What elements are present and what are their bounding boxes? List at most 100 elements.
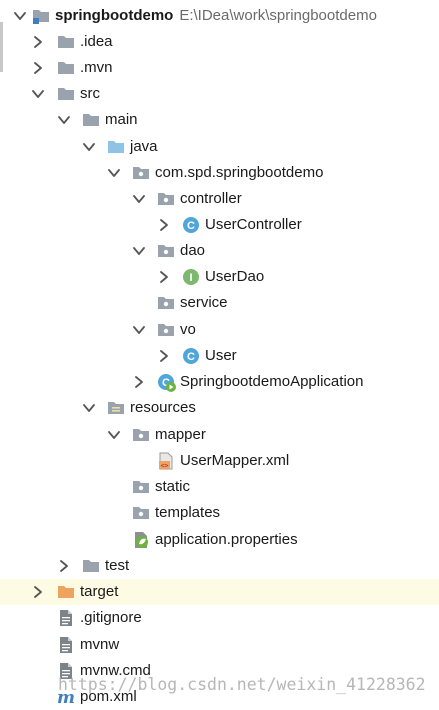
spring-properties-icon bbox=[132, 531, 150, 549]
package-icon bbox=[157, 294, 175, 312]
tree-item-label: resources bbox=[130, 399, 196, 416]
xml-file-icon: <> bbox=[157, 452, 175, 470]
text-file-icon bbox=[57, 662, 75, 680]
class-icon-letter: C bbox=[187, 351, 195, 363]
tree-item-label: target bbox=[80, 583, 119, 600]
tree-item-pom-xml[interactable]: m pom.xml bbox=[0, 684, 439, 710]
tree-item-gitignore[interactable]: .gitignore bbox=[0, 605, 439, 631]
chevron-down-icon[interactable] bbox=[131, 317, 147, 343]
tree-item-mvn[interactable]: .mvn bbox=[0, 55, 439, 81]
tree-item-user[interactable]: C User bbox=[0, 343, 439, 369]
chevron-right-icon[interactable] bbox=[156, 212, 172, 238]
chevron-down-icon[interactable] bbox=[81, 395, 97, 421]
project-path: E:\IDea\work\springbootdemo bbox=[179, 7, 377, 24]
tree-item-mvnw[interactable]: mvnw bbox=[0, 632, 439, 658]
tree-item-user-dao[interactable]: I UserDao bbox=[0, 264, 439, 290]
tree-item-src[interactable]: src bbox=[0, 81, 439, 107]
tree-item-label: .mvn bbox=[80, 59, 113, 76]
package-icon bbox=[157, 190, 175, 208]
maven-icon: m bbox=[57, 688, 75, 706]
chevron-down-icon[interactable] bbox=[81, 134, 97, 160]
chevron-right-icon[interactable] bbox=[156, 343, 172, 369]
tree-item-label: mapper bbox=[155, 426, 206, 443]
tree-item-dao[interactable]: dao bbox=[0, 238, 439, 264]
chevron-right-icon[interactable] bbox=[156, 264, 172, 290]
tree-item-test[interactable]: test bbox=[0, 553, 439, 579]
chevron-down-icon[interactable] bbox=[30, 81, 46, 107]
tree-item-main[interactable]: main bbox=[0, 107, 439, 133]
tree-item-label: UserMapper.xml bbox=[180, 452, 290, 469]
tree-item-label: pom.xml bbox=[80, 688, 137, 705]
tree-item-service[interactable]: service bbox=[0, 290, 439, 316]
chevron-right-icon[interactable] bbox=[56, 553, 72, 579]
tree-item-label: mvnw bbox=[80, 636, 120, 653]
tree-item-label: controller bbox=[180, 190, 242, 207]
tree-item-label: UserDao bbox=[205, 268, 265, 285]
tree-item-templates[interactable]: templates bbox=[0, 500, 439, 526]
folder-icon bbox=[57, 85, 75, 103]
svg-text:m: m bbox=[57, 688, 75, 706]
tree-item-label: SpringbootdemoApplication bbox=[180, 373, 364, 390]
tree-item-label: test bbox=[105, 557, 130, 574]
chevron-down-icon[interactable] bbox=[12, 3, 28, 29]
tree-item-label: java bbox=[130, 138, 158, 155]
tree-item-mapper[interactable]: mapper bbox=[0, 422, 439, 448]
chevron-down-icon[interactable] bbox=[131, 238, 147, 264]
interface-icon-letter: I bbox=[189, 272, 192, 284]
module-folder-icon bbox=[32, 7, 50, 25]
chevron-right-icon[interactable] bbox=[30, 29, 46, 55]
chevron-down-icon[interactable] bbox=[106, 160, 122, 186]
tree-item-application-properties[interactable]: application.properties bbox=[0, 527, 439, 553]
chevron-down-icon[interactable] bbox=[106, 422, 122, 448]
package-icon bbox=[132, 164, 150, 182]
chevron-right-icon[interactable] bbox=[131, 369, 147, 395]
scrollbar-thumb[interactable] bbox=[0, 22, 3, 72]
package-icon bbox=[157, 321, 175, 339]
chevron-down-icon[interactable] bbox=[131, 186, 147, 212]
class-icon-letter: C bbox=[162, 377, 170, 389]
tree-item-label: .gitignore bbox=[80, 609, 142, 626]
class-icon: C bbox=[182, 347, 200, 365]
package-icon bbox=[132, 504, 150, 522]
tree-item-label: service bbox=[180, 294, 228, 311]
text-file-icon bbox=[57, 636, 75, 654]
tree-item-label: application.properties bbox=[155, 531, 298, 548]
class-icon: C bbox=[182, 216, 200, 234]
tree-item-package[interactable]: com.spd.springbootdemo bbox=[0, 160, 439, 186]
xml-icon-badge: <> bbox=[161, 462, 169, 470]
folder-icon bbox=[82, 111, 100, 129]
tree-item-label: templates bbox=[155, 504, 221, 521]
tree-item-label: dao bbox=[180, 242, 206, 259]
folder-icon bbox=[82, 557, 100, 575]
resources-folder-icon bbox=[107, 399, 125, 417]
folder-icon bbox=[57, 33, 75, 51]
tree-item-controller[interactable]: controller bbox=[0, 186, 439, 212]
tree-item-application-class[interactable]: C SpringbootdemoApplication bbox=[0, 369, 439, 395]
tree-item-resources[interactable]: resources bbox=[0, 395, 439, 421]
tree-item-label: vo bbox=[180, 321, 196, 338]
chevron-right-icon[interactable] bbox=[30, 579, 46, 605]
source-folder-icon bbox=[107, 138, 125, 156]
tree-item-user-controller[interactable]: C UserController bbox=[0, 212, 439, 238]
tree-item-label: main bbox=[105, 111, 138, 128]
tree-item-mvnw-cmd[interactable]: mvnw.cmd bbox=[0, 658, 439, 684]
package-icon bbox=[132, 478, 150, 496]
text-file-icon bbox=[57, 609, 75, 627]
tree-item-label: static bbox=[155, 478, 191, 495]
tree-item-java[interactable]: java bbox=[0, 134, 439, 160]
tree-item-label: UserController bbox=[205, 216, 302, 233]
tree-item-label: src bbox=[80, 85, 100, 102]
tree-item-static[interactable]: static bbox=[0, 474, 439, 500]
tree-item-label: .idea bbox=[80, 33, 113, 50]
chevron-down-icon[interactable] bbox=[56, 107, 72, 133]
package-icon bbox=[132, 426, 150, 444]
chevron-right-icon[interactable] bbox=[30, 55, 46, 81]
spring-boot-class-icon: C bbox=[157, 373, 176, 392]
tree-item-target[interactable]: target bbox=[0, 579, 439, 605]
tree-item-user-mapper-xml[interactable]: <> UserMapper.xml bbox=[0, 448, 439, 474]
tree-item-vo[interactable]: vo bbox=[0, 317, 439, 343]
tree-item-idea[interactable]: .idea bbox=[0, 29, 439, 55]
tree-item-label: com.spd.springbootdemo bbox=[155, 164, 324, 181]
